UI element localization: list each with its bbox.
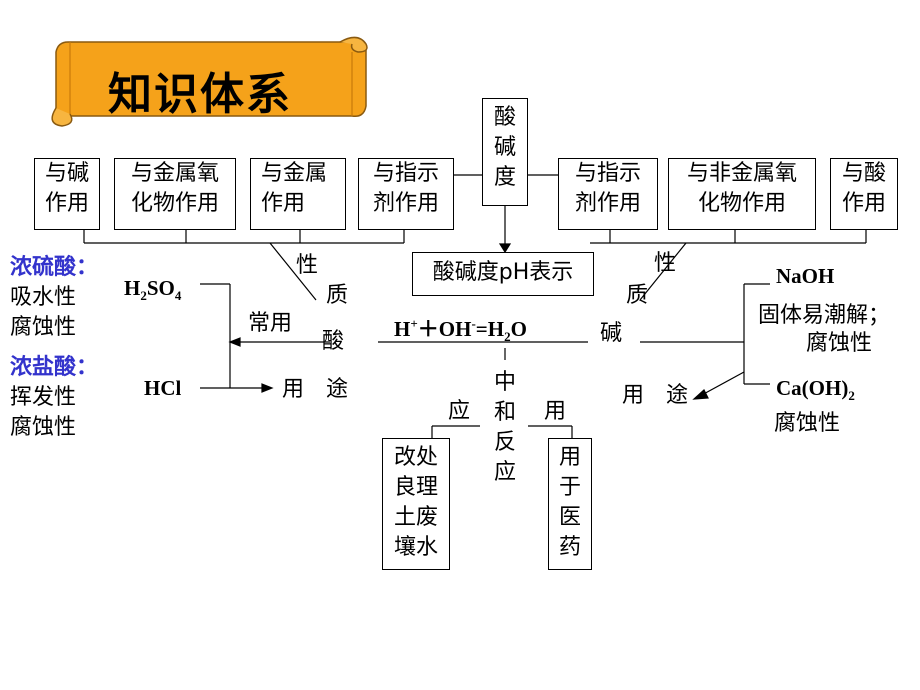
conc-sulfuric-title: 浓硫酸： <box>10 255 99 280</box>
neutralization-equation: H+＋OH-=H2O <box>394 316 527 345</box>
medicine-use-box: 用 于 医 药 <box>548 438 592 570</box>
neutralization-label: 中 和 反 应 <box>493 370 516 485</box>
common-label: 常用 <box>248 311 293 336</box>
acid-use-label: 用 <box>282 377 305 402</box>
conc-hcl-prop: 腐蚀性 <box>10 415 77 440</box>
box-char: 用 <box>558 445 581 470</box>
box-line: 化物作用 <box>130 191 219 216</box>
box-line: 良理 <box>393 475 438 500</box>
box-line: 与酸 <box>841 161 886 186</box>
conc-hcl-title: 浓盐酸： <box>10 355 99 380</box>
base-label: 碱 <box>600 321 623 346</box>
box-line: 剂作用 <box>372 191 439 216</box>
box-line: 化物作用 <box>697 191 786 216</box>
page-title: 知识体系 <box>108 69 292 120</box>
box-line: 作用 <box>44 191 89 216</box>
title-banner <box>51 36 368 127</box>
box-line: 与指示 <box>574 161 641 186</box>
box-line: 与碱 <box>44 161 89 186</box>
acid-with-metal-box: 与金属 作用 <box>250 158 346 230</box>
base-xing-label: 性 <box>654 251 677 276</box>
acid-with-base-box: 与碱 作用 <box>34 158 100 230</box>
h2so4-formula: H2SO4 <box>124 276 182 304</box>
naoh-prop: 腐蚀性 <box>806 331 873 356</box>
acid-with-metal-oxide-box: 与金属氧 化物作用 <box>114 158 236 230</box>
box-char: 酸 <box>493 105 516 130</box>
base-use-label-2: 途 <box>666 383 689 408</box>
conc-sulfuric-prop: 腐蚀性 <box>10 315 77 340</box>
box-line: 与非金属氧 <box>686 161 797 186</box>
acid-xing-label: 性 <box>296 253 319 278</box>
conc-sulfuric-prop: 吸水性 <box>10 285 77 310</box>
box-line: 改处 <box>393 445 438 470</box>
box-line: 土废 <box>393 505 438 530</box>
conc-hcl-prop: 挥发性 <box>10 385 77 410</box>
soil-water-use-box: 改处 良理 土废 壤水 <box>382 438 450 570</box>
box-char: 医 <box>558 505 581 530</box>
box-line: 与金属 <box>261 161 328 186</box>
caoh2-prop: 腐蚀性 <box>774 411 841 436</box>
use-label: 用 <box>544 399 567 424</box>
hcl-formula: HCl <box>144 376 182 400</box>
acid-with-indicator-box: 与指示 剂作用 <box>358 158 454 230</box>
box-char: 度 <box>493 165 516 190</box>
box-line: 作用 <box>841 191 886 216</box>
application-label: 应 <box>448 399 471 424</box>
box-char: 药 <box>558 535 581 560</box>
acid-zhi-label: 质 <box>326 283 349 308</box>
box-char: 于 <box>558 475 581 500</box>
box-line: 与指示 <box>372 161 439 186</box>
box-line: 剂作用 <box>574 191 641 216</box>
acid-label: 酸 <box>322 329 345 354</box>
base-use-label: 用 <box>622 383 645 408</box>
ph-box: 酸碱度pH表示 <box>412 252 594 296</box>
base-with-indicator-box: 与指示 剂作用 <box>558 158 658 230</box>
naoh-prop: 固体易潮解； <box>758 303 891 328</box>
base-with-acid-box: 与酸 作用 <box>830 158 898 230</box>
caoh2-formula: Ca(OH)2 <box>776 376 855 404</box>
box-line: 与金属氧 <box>130 161 219 186</box>
box-line: 壤水 <box>393 535 438 560</box>
box-char: 碱 <box>493 135 516 160</box>
box-line: 作用 <box>261 191 306 216</box>
base-with-nonmetal-oxide-box: 与非金属氧 化物作用 <box>668 158 816 230</box>
acidity-concept-box: 酸 碱 度 <box>482 98 528 206</box>
acid-use-label-2: 途 <box>326 377 349 402</box>
base-zhi-label: 质 <box>626 283 649 308</box>
naoh-formula: NaOH <box>776 264 835 288</box>
